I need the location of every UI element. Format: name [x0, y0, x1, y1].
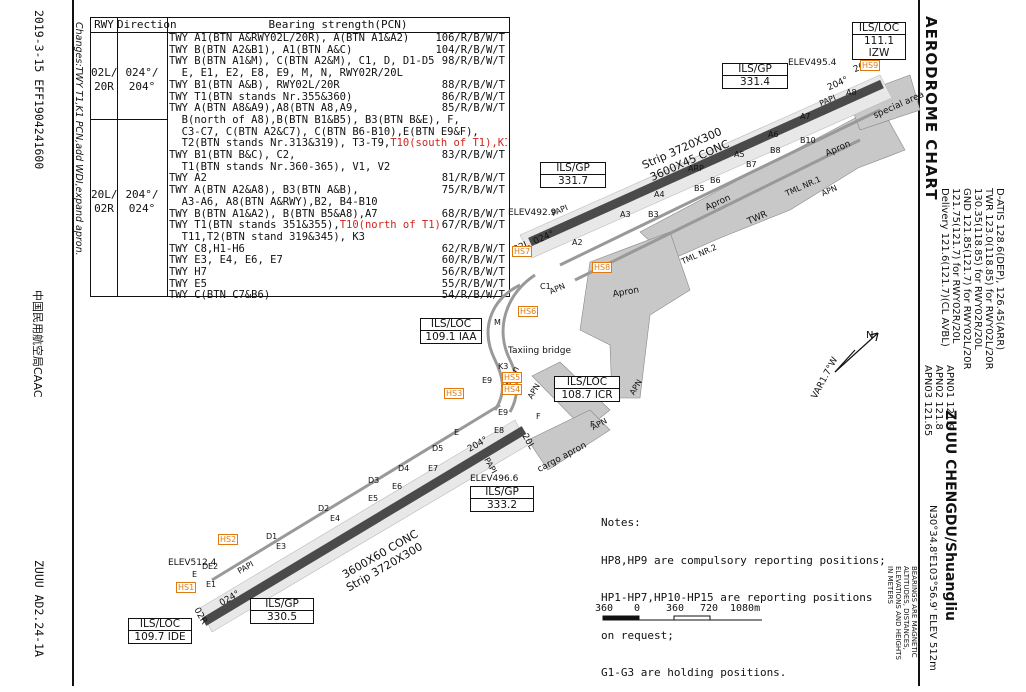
- pcn-row: TWY A(BTN A2&A8), B3(BTN A&B),75/R/B/W/T: [169, 185, 505, 197]
- header-rwy: RWY: [91, 18, 117, 33]
- pcn-table: RWY Direction Bearing strength(PCN) 02L/…: [90, 17, 510, 301]
- elev-3: ELEV496.6: [470, 474, 519, 484]
- group1-direction: 024°/204°: [125, 66, 159, 93]
- pcn-row: T11,T2(BTN stand 319&345), K3: [169, 231, 365, 243]
- notes-block: Notes: HP8,HP9 are compulsory reporting …: [601, 516, 886, 679]
- taxiways: [211, 108, 881, 582]
- pcn-row: T1(BTN stands Nr.360-365), V1, V2: [169, 161, 391, 173]
- hotspot-hs2: HS2: [218, 534, 239, 545]
- hotspot-hs4: HS4: [502, 384, 523, 395]
- elev-4: ELEV512.4: [168, 558, 217, 568]
- scale-tick-label: 0: [634, 603, 641, 614]
- group1-rwy: 02L/20R: [91, 66, 118, 93]
- pcn-row: TWY C(BTN C7&B6)54/R/B/W/T: [169, 290, 505, 302]
- pcn-row: TWY T1(BTN stands Nr.355&360)86/R/B/W/T: [169, 91, 505, 103]
- scale-tick-label: 720: [700, 603, 719, 614]
- left-frame-line: [72, 0, 74, 686]
- pcn-row: A3-A6, A8(BTN A&RWY),B2, B4-B10: [169, 196, 378, 208]
- hotspot-hs3: HS3: [444, 388, 465, 399]
- pcn-row: E, E1, E2, E8, E9, M, N, RWY02R/20L: [169, 68, 403, 80]
- north-arrow: [834, 332, 879, 373]
- scale-tick-label: 360: [595, 603, 614, 614]
- hotspot-hs9: HS9: [860, 60, 881, 71]
- pcn-row: TWY A(BTN A8&A9),A8(BTN A8,A9,85/R/B/W/T: [169, 103, 505, 115]
- pcn-row: C3-C7, C(BTN A2&C7), C(BTN B6-B10),E(BTN…: [169, 126, 479, 138]
- group2-direction: 204°/024°: [125, 188, 159, 215]
- hotspot-hs5: HS5: [502, 372, 523, 383]
- runway-02L-20R: [528, 79, 884, 247]
- pcn-row: TWY B(BTN A1&M), C(BTN A2&M), C1, D, D1-…: [169, 56, 505, 68]
- hotspot-hs1: HS1: [176, 582, 197, 593]
- header-direction: Direction: [117, 18, 177, 33]
- apron-areas: [527, 74, 921, 471]
- header-bearing: Bearing strength(PCN): [167, 18, 509, 33]
- hotspot-hs7: HS7: [512, 246, 533, 257]
- taxiing-bridge-label: Taxiing bridge: [508, 346, 572, 356]
- pcn-row: TWY A1(BTN A&RWY02L/20R), A(BTN A1&A2)10…: [169, 33, 505, 44]
- scale-bar: [602, 615, 762, 621]
- pcn-row: TWY B1(BTN B&C), C2,83/R/B/W/T: [169, 150, 505, 161]
- elev-1: ELEV495.4: [788, 58, 837, 68]
- pcn-row: B(north of A8),B(BTN B1&B5), B3(BTN B&E)…: [169, 114, 460, 126]
- pcn-row: T2(BTN stands Nr.313&319), T3-T9,T10(sou…: [169, 138, 507, 150]
- right-frame-line: [918, 0, 920, 686]
- scale-tick-label: 1080m: [730, 603, 761, 614]
- hotspot-hs6: HS6: [518, 306, 539, 317]
- group2-rwy: 20L/02R: [91, 188, 118, 215]
- scale-tick-label: 360: [666, 603, 685, 614]
- elev-2: ELEV492.9: [508, 208, 557, 218]
- north-label: N: [866, 330, 874, 341]
- pcn-row: TWY T1(BTN stands 351&355),T10(north of …: [169, 220, 505, 232]
- runway-02R-20L: [201, 426, 527, 626]
- hotspot-hs8: HS8: [592, 262, 613, 273]
- pcn-row: TWY B(BTN A2&B1), A1(BTN A&C)104/R/B/W/T: [169, 44, 505, 56]
